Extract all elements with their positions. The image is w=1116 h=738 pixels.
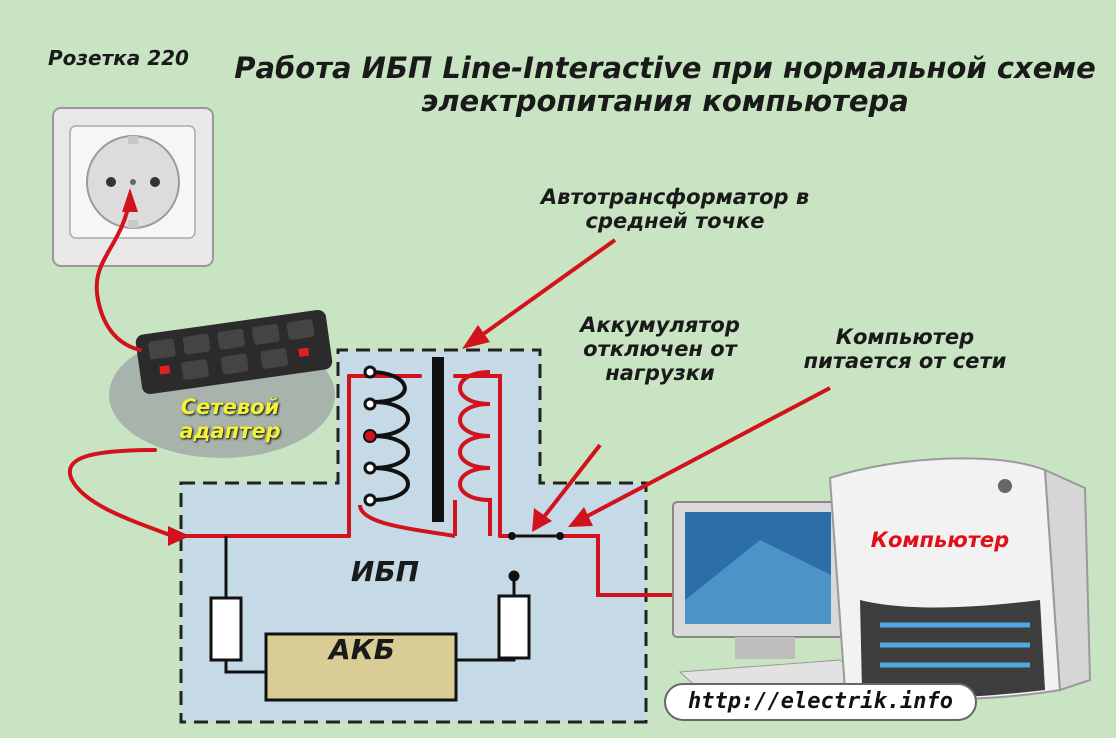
battery-circuit (224, 536, 520, 674)
computer-powered-label: Компьютер питается от сети (803, 325, 1007, 374)
resistor-left (209, 596, 243, 662)
network-adapter-label: Сетевой адаптер (179, 395, 281, 444)
resistor-right (497, 594, 531, 660)
autotransformer (358, 357, 492, 538)
battery-akb (264, 632, 458, 702)
wall-outlet (52, 107, 214, 267)
battery-disconnected-label: Аккумулятор отключен от нагрузки (580, 313, 740, 386)
autotransformer-label: Автотрансформатор в средней точке (540, 185, 810, 234)
monitor (672, 501, 872, 691)
network-adapter (109, 309, 335, 458)
website-url-badge: http://electrik.info (664, 683, 977, 721)
page-title: Работа ИБП Line-Interactive при нормальн… (234, 51, 1096, 119)
akb-label: АКБ (329, 633, 395, 666)
outlet-label: Розетка 220 (48, 46, 189, 70)
computer-label: Компьютер (870, 528, 1010, 552)
ups-label: ИБП (350, 555, 420, 588)
callout-arrows (462, 238, 831, 532)
bypass-switch (508, 532, 564, 540)
computer-tower (828, 457, 1092, 701)
